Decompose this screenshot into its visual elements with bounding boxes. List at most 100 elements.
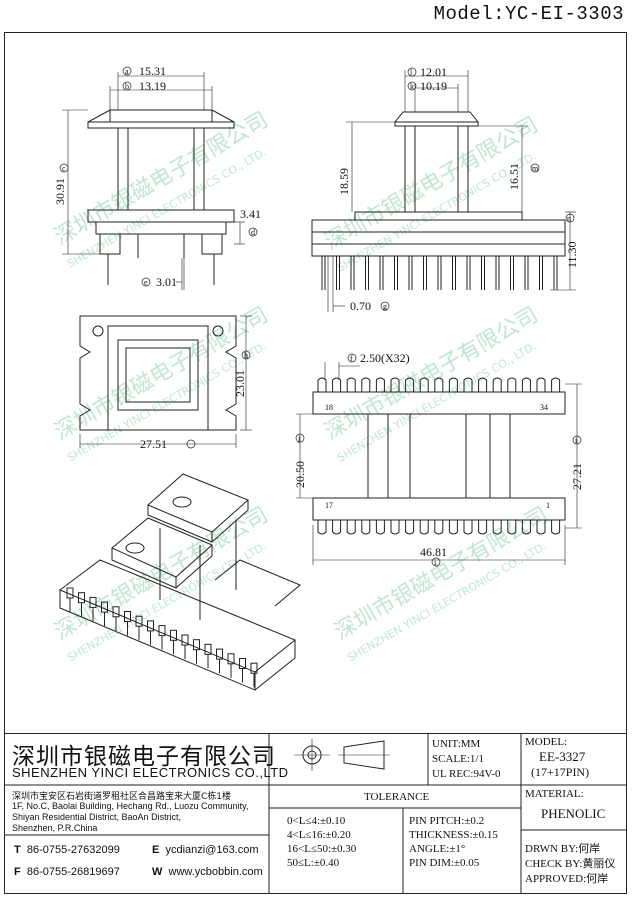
fax-number: 86-0755-26819697 bbox=[26, 866, 120, 878]
iso-slot bbox=[89, 596, 97, 608]
comb-tooth bbox=[361, 377, 371, 392]
pin-tolerance-row: THICKNESS:±0.15 bbox=[409, 829, 498, 841]
email-label: E bbox=[152, 844, 160, 856]
iso-slot bbox=[78, 592, 85, 604]
comb-tooth bbox=[551, 520, 561, 535]
comb-tooth bbox=[405, 520, 415, 535]
check-by-row: CHECK BY:黄丽仪 bbox=[525, 855, 615, 871]
technical-drawing: 深圳市银磁电子有限公司 SHENZHEN YINCI ELECTRONICS C… bbox=[51, 64, 584, 691]
svg-text:a: a bbox=[125, 67, 129, 76]
pin-tolerance-list: PIN PITCH:±0.2 THICKNESS:±0.15 ANGLE:±1°… bbox=[409, 814, 498, 870]
model-value: EE-3327 bbox=[539, 749, 586, 764]
comb-tooth bbox=[551, 377, 561, 392]
svg-text:2.50(X32): 2.50(X32) bbox=[360, 351, 410, 365]
svg-text:16.51: 16.51 bbox=[507, 163, 521, 190]
address-en-3: Shenzhen, P.R.China bbox=[12, 823, 98, 833]
svg-text:l: l bbox=[410, 68, 413, 77]
svg-text:18.59: 18.59 bbox=[337, 168, 351, 195]
comb-tooth bbox=[332, 520, 342, 535]
comb-tooth bbox=[434, 377, 444, 392]
comb-tooth bbox=[332, 377, 342, 392]
comb-tooth bbox=[361, 520, 371, 535]
svg-text:27.51: 27.51 bbox=[140, 437, 167, 451]
drawn-by-value: 何岸 bbox=[578, 842, 601, 855]
svg-text:3.41: 3.41 bbox=[240, 207, 261, 221]
material-label: MATERIAL: bbox=[525, 788, 584, 800]
svg-text:11.30: 11.30 bbox=[565, 241, 579, 268]
side-view bbox=[311, 67, 576, 312]
drawing-frame bbox=[4, 32, 627, 894]
svg-text:1: 1 bbox=[546, 501, 550, 510]
phone-row: T 86-0755-27632099 bbox=[14, 844, 120, 856]
comb-tooth bbox=[507, 377, 517, 392]
svg-text:n: n bbox=[567, 214, 571, 223]
model-title: Model:YC-EI-3303 bbox=[433, 3, 624, 25]
tolerance-title: TOLERANCE bbox=[364, 791, 430, 803]
svg-text:g: g bbox=[383, 302, 387, 311]
email-row: E ycdianzi@163.com bbox=[152, 844, 259, 856]
comb-tooth bbox=[492, 520, 502, 535]
web-url[interactable]: www.ycbobbin.com bbox=[168, 866, 263, 878]
comb-tooth bbox=[419, 377, 429, 392]
svg-text:18: 18 bbox=[325, 403, 333, 412]
comb-tooth bbox=[419, 520, 429, 535]
svg-text:深圳市银磁电子有限公司: 深圳市银磁电子有限公司 bbox=[331, 503, 553, 646]
check-by-label: CHECK BY: bbox=[525, 858, 583, 870]
comb-tooth bbox=[536, 520, 546, 535]
comb-tooth bbox=[448, 377, 458, 392]
comb-tooth bbox=[375, 377, 385, 392]
pin-tolerance-row: ANGLE:±1° bbox=[409, 843, 466, 855]
iso-slot bbox=[204, 643, 212, 655]
phone-label: T bbox=[14, 844, 21, 856]
comb-tooth bbox=[521, 377, 531, 392]
svg-text:3.01: 3.01 bbox=[156, 275, 177, 289]
comb-tooth bbox=[463, 520, 473, 535]
comb-tooth bbox=[536, 377, 546, 392]
email-address[interactable]: ycdianzi@163.com bbox=[165, 844, 259, 856]
iso-slot bbox=[112, 606, 120, 618]
approved-label: APPROVED: bbox=[525, 873, 587, 885]
svg-text:30.91: 30.91 bbox=[53, 178, 67, 205]
pin-tolerance-row: PIN PITCH:±0.2 bbox=[409, 815, 485, 827]
svg-text:e: e bbox=[144, 278, 148, 287]
svg-text:c: c bbox=[62, 164, 66, 173]
model-label: MODEL: bbox=[525, 736, 568, 748]
address-cn: 深圳市宝安区石岩街道罗租社区合昌路宝来大厦C栋1楼 bbox=[12, 792, 232, 802]
drawn-by-label: DRWN BY: bbox=[525, 843, 579, 855]
svg-text:46.81: 46.81 bbox=[420, 545, 447, 559]
iso-slot bbox=[181, 634, 189, 646]
scale-spec: SCALE:1/1 bbox=[432, 753, 484, 765]
iso-slot bbox=[250, 662, 258, 674]
pin-tolerance-row: PIN DIM:±0.05 bbox=[409, 857, 480, 869]
svg-text:12.01: 12.01 bbox=[420, 65, 447, 79]
address-en-2: Shiyan Residential District, BaoAn Distr… bbox=[12, 812, 182, 822]
company-name-cn: 深圳市银磁电子有限公司 bbox=[12, 744, 276, 770]
iso-slot bbox=[193, 639, 200, 651]
svg-text:17: 17 bbox=[325, 501, 333, 510]
svg-text:深圳市银磁电子有限公司: 深圳市银磁电子有限公司 bbox=[51, 108, 273, 251]
phone-number: 86-0755-27632099 bbox=[26, 844, 120, 856]
iso-slot bbox=[124, 611, 131, 622]
tolerance-row: 50≤L:±0.40 bbox=[287, 857, 340, 869]
comb-tooth bbox=[492, 377, 502, 392]
svg-text:k: k bbox=[410, 82, 414, 91]
iso-slot bbox=[147, 620, 154, 632]
svg-text:0.70: 0.70 bbox=[350, 299, 371, 313]
svg-text:i: i bbox=[434, 558, 437, 567]
comb-tooth bbox=[405, 377, 415, 392]
svg-text:d: d bbox=[251, 228, 255, 237]
iso-slot bbox=[239, 658, 246, 669]
tolerance-list: 0<L≤4:±0.10 4<L≤16:±0.20 16<L≤50:±0.30 5… bbox=[287, 814, 356, 870]
comb-tooth bbox=[507, 520, 517, 535]
address-en-1: 1F, No.C, Baolai Building, Hechang Rd., … bbox=[12, 801, 249, 811]
iso-slot bbox=[227, 653, 235, 665]
iso-slot bbox=[66, 587, 74, 599]
svg-text:15.31: 15.31 bbox=[139, 64, 166, 78]
comb-tooth bbox=[434, 520, 444, 535]
iso-slot bbox=[170, 629, 177, 641]
drawn-by-row: DRWN BY:何岸 bbox=[525, 840, 600, 856]
comb-tooth bbox=[317, 377, 327, 392]
svg-text:i: i bbox=[575, 436, 578, 445]
iso-slot bbox=[135, 615, 143, 627]
iso-slot bbox=[216, 648, 223, 660]
